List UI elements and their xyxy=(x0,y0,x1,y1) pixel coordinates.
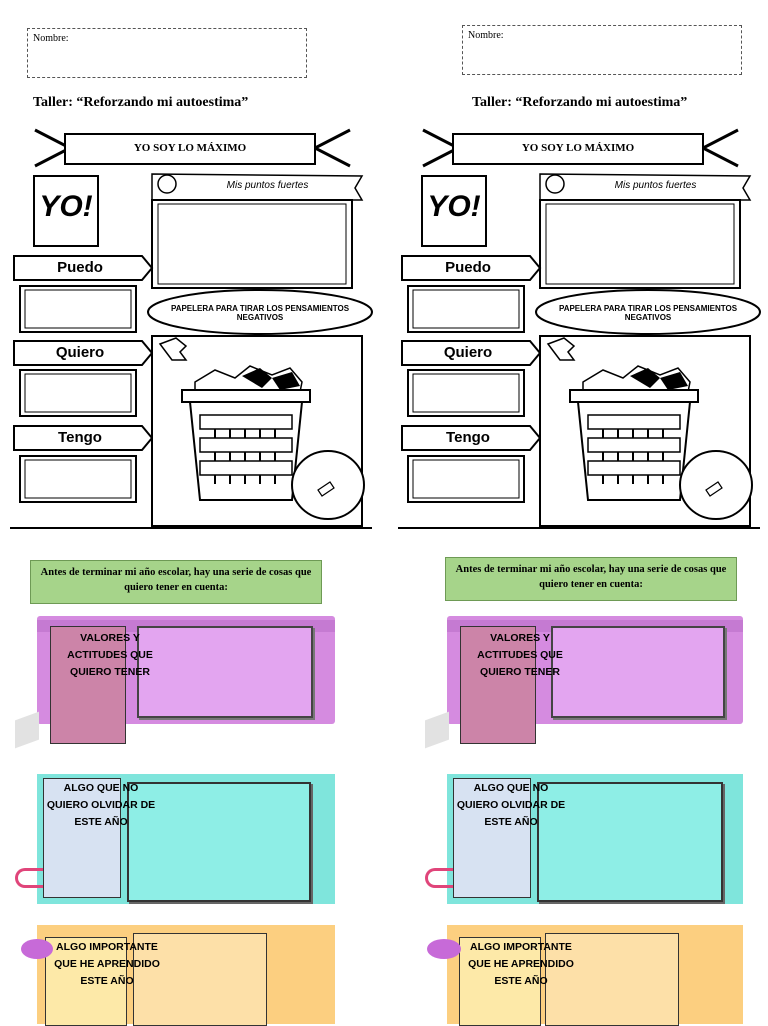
yo-logo: YO! xyxy=(39,190,93,223)
nombre-field-2[interactable]: Nombre: xyxy=(462,25,742,75)
banner-text: YO SOY LO MÁXIMO xyxy=(133,142,247,154)
nombre-label-2: Nombre: xyxy=(468,30,504,41)
papelera-label: PAPELERA PARA TIRAR LOS PENSAMIENTOS NEG… xyxy=(170,304,350,322)
intro-text: Antes de terminar mi año escolar, hay un… xyxy=(40,567,312,593)
yo-logo-2: YO! xyxy=(427,190,481,223)
worksheet-drawing xyxy=(10,128,373,529)
worksheet-drawing-2 xyxy=(398,128,761,529)
card-valores-label: VALORES Y ACTITUDES QUE QUIERO TENER xyxy=(67,632,153,678)
card-olvidar-2: ALGO QUE NO QUIERO OLVIDAR DE ESTE AÑO xyxy=(425,770,745,905)
puntos-fuertes-label-2: Mis puntos fuertes xyxy=(614,180,697,191)
papelera-label-2: PAPELERA PARA TIRAR LOS PENSAMIENTOS NEG… xyxy=(558,304,738,322)
card-olvidar: ALGO QUE NO QUIERO OLVIDAR DE ESTE AÑO xyxy=(15,770,335,905)
intro-box-2: Antes de terminar mi año escolar, hay un… xyxy=(445,557,737,601)
card-valores: VALORES Y ACTITUDES QUE QUIERO TENER xyxy=(15,612,335,749)
tengo-label-2: Tengo xyxy=(446,429,490,446)
card-aprendido-label: ALGO IMPORTANTE QUE HE APRENDIDO ESTE AÑ… xyxy=(54,941,160,987)
taller-title-2: Taller: “Reforzando mi autoestima” xyxy=(472,95,688,110)
nombre-label: Nombre: xyxy=(33,33,69,44)
card-valores-2: VALORES Y ACTITUDES QUE QUIERO TENER xyxy=(425,612,745,749)
quiero-label-2: Quiero xyxy=(443,344,493,361)
taller-title: Taller: “Reforzando mi autoestima” xyxy=(33,95,249,110)
card-olvidar-label-2: ALGO QUE NO QUIERO OLVIDAR DE ESTE AÑO xyxy=(456,782,566,828)
intro-text-2: Antes de terminar mi año escolar, hay un… xyxy=(455,564,727,590)
card-aprendido-2: ALGO IMPORTANTE QUE HE APRENDIDO ESTE AÑ… xyxy=(425,925,745,1026)
card-valores-label-2: VALORES Y ACTITUDES QUE QUIERO TENER xyxy=(477,632,563,678)
puedo-label: Puedo xyxy=(57,259,103,276)
banner-text-2: YO SOY LO MÁXIMO xyxy=(521,142,635,154)
tengo-label: Tengo xyxy=(58,429,102,446)
quiero-label: Quiero xyxy=(55,344,105,361)
nombre-field[interactable]: Nombre: xyxy=(27,28,307,78)
worksheet-left: YO SOY LO MÁXIMO YO! Mis puntos fuertes … xyxy=(10,120,375,540)
intro-box: Antes de terminar mi año escolar, hay un… xyxy=(30,560,322,604)
card-aprendido: ALGO IMPORTANTE QUE HE APRENDIDO ESTE AÑ… xyxy=(15,925,335,1026)
puntos-fuertes-label: Mis puntos fuertes xyxy=(226,180,309,191)
puedo-label-2: Puedo xyxy=(445,259,491,276)
card-olvidar-label: ALGO QUE NO QUIERO OLVIDAR DE ESTE AÑO xyxy=(46,782,156,828)
worksheet-right: YO SOY LO MÁXIMO YO! Mis puntos fuertes … xyxy=(398,120,763,540)
card-aprendido-label-2: ALGO IMPORTANTE QUE HE APRENDIDO ESTE AÑ… xyxy=(468,941,574,987)
